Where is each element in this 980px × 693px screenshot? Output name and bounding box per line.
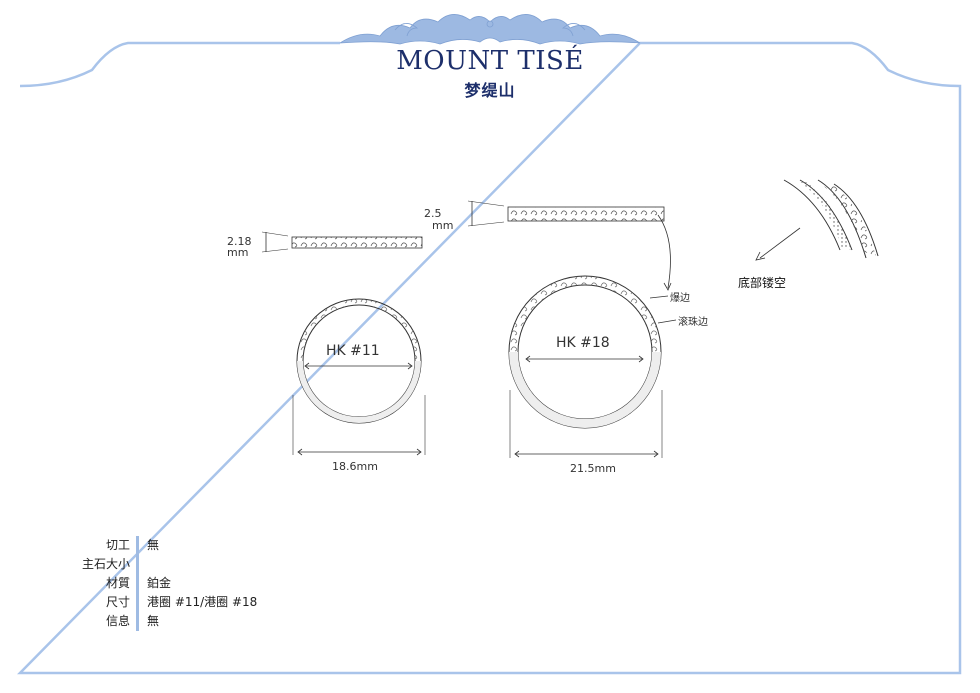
brand-name-en: MOUNT TISÉ <box>396 46 584 76</box>
detail-closeup <box>755 179 879 261</box>
spec-label: 切工 <box>60 536 139 555</box>
note-edge: 爆边 <box>670 292 690 304</box>
large-thickness-unit: mm <box>432 219 453 232</box>
note-bead-edge: 滚珠边 <box>678 315 708 328</box>
spec-label: 材質 <box>60 574 139 593</box>
small-thickness-value: 2.18 <box>227 235 252 248</box>
spec-label: 信息 <box>60 612 139 631</box>
spec-label: 主石大小 <box>60 555 139 574</box>
large-ring-profile: 2.5 mm <box>424 200 672 291</box>
brand-name-zh: 梦缇山 <box>464 81 516 100</box>
spec-table: 切工 無 主石大小 材質 鉑金 尺寸 港圈 #11/港圈 #18 信息 無 <box>60 536 257 631</box>
spec-row: 切工 無 <box>60 536 257 555</box>
small-ring-size-label: HK #11 <box>326 343 380 359</box>
large-ring-front: HK #18 21.5mm 爆边 滚珠边 <box>508 275 708 475</box>
large-ring-size-label: HK #18 <box>556 335 610 351</box>
spec-value: 港圈 #11/港圈 #18 <box>147 595 258 609</box>
scroll-ornament-icon <box>339 14 641 45</box>
small-ring-front: HK #11 18.6mm <box>292 298 426 473</box>
spec-row: 尺寸 港圈 #11/港圈 #18 <box>60 593 257 612</box>
small-ring-width-label: 18.6mm <box>332 460 378 473</box>
spec-row: 材質 鉑金 <box>60 574 257 593</box>
spec-value: 鉑金 <box>147 576 172 590</box>
small-thickness-unit: mm <box>227 246 248 259</box>
detail-callout-label: 底部镂空 <box>738 276 787 290</box>
spec-value: 無 <box>147 614 160 628</box>
spec-value: 無 <box>147 538 160 552</box>
small-ring-profile: 2.18 mm <box>227 231 423 259</box>
spec-row: 主石大小 <box>60 555 257 574</box>
spec-row: 信息 無 <box>60 612 257 631</box>
large-thickness-value: 2.5 <box>424 207 442 220</box>
spec-label: 尺寸 <box>60 593 139 612</box>
large-ring-width-label: 21.5mm <box>570 462 616 475</box>
